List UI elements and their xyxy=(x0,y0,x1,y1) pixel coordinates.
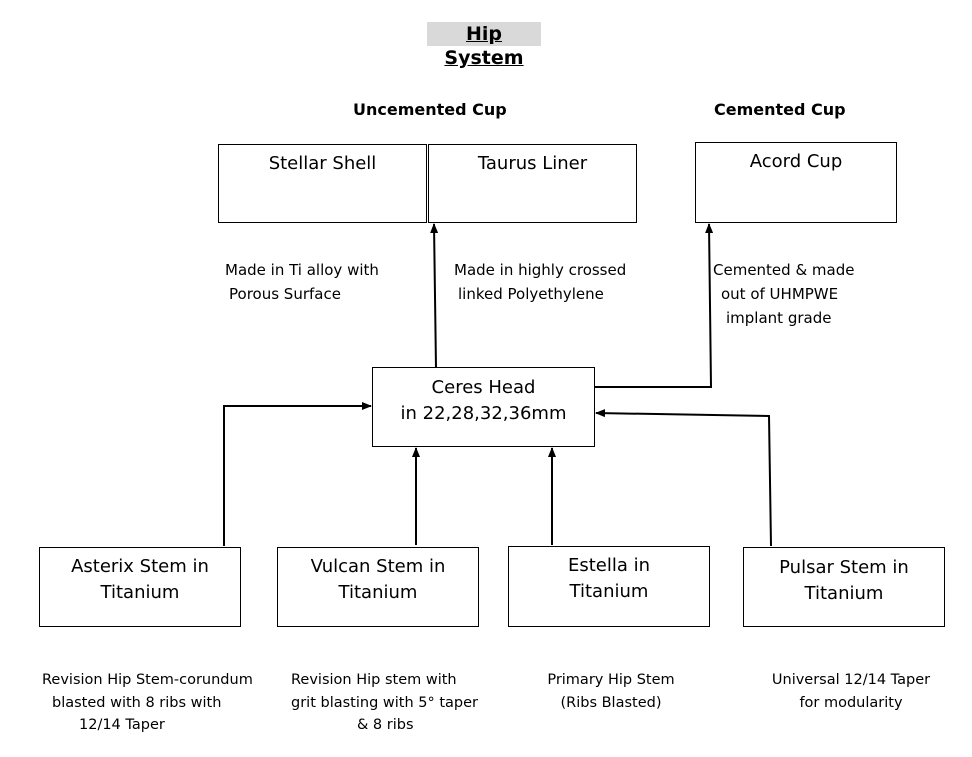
pulsar-stem-note: Universal 12/14 Taper for modularity xyxy=(767,669,935,714)
taurus-liner-label: Taurus Liner xyxy=(477,153,588,174)
estella-stem-box: Estella in Titanium xyxy=(508,546,710,627)
stellar-shell-label: Stellar Shell xyxy=(268,153,377,174)
note-line: Cemented & made xyxy=(713,261,855,279)
note-line: Porous Surface xyxy=(229,285,341,303)
pulsar-stem-material: Titanium xyxy=(804,583,884,604)
vulcan-stem-note: Revision Hip stem with grit blasting wit… xyxy=(291,669,478,737)
estella-stem-label: Estella in xyxy=(567,555,651,576)
note-line: Made in Ti alloy with xyxy=(225,261,379,279)
vulcan-stem-material: Titanium xyxy=(338,582,418,603)
taurus-liner-note: Made in highly crossed linked Polyethyle… xyxy=(454,258,626,306)
asterix-stem-label: Asterix Stem in xyxy=(71,556,209,577)
estella-stem-material: Titanium xyxy=(569,581,649,602)
ceres-head-sizes: in 22,28,32,36mm xyxy=(400,403,567,424)
note-line: Primary Hip Stem xyxy=(547,672,675,688)
note-line: for modularity xyxy=(799,694,903,711)
acord-cup-box: Acord Cup xyxy=(695,142,897,223)
cemented-cup-heading: Cemented Cup xyxy=(714,100,846,119)
ceres-head-label: Ceres Head xyxy=(431,377,536,398)
diagram-title: Hip System xyxy=(427,22,541,69)
acord-cup-label: Acord Cup xyxy=(749,151,843,172)
note-line: grit blasting with 5° taper xyxy=(291,694,478,711)
arrow-asterix-to-head xyxy=(223,402,372,546)
pulsar-stem-box: Pulsar Stem in Titanium xyxy=(743,547,945,627)
note-line: Revision Hip stem with xyxy=(291,672,457,688)
note-line: implant grade xyxy=(726,309,832,327)
note-line: blasted with 8 ribs with xyxy=(52,694,222,711)
vulcan-stem-label: Vulcan Stem in xyxy=(310,556,446,577)
note-line: Made in highly crossed xyxy=(454,261,627,279)
note-line: linked Polyethylene xyxy=(458,285,604,303)
asterix-stem-note: Revision Hip Stem-corundum blasted with … xyxy=(42,669,253,737)
note-line: Revision Hip Stem-corundum xyxy=(42,672,253,688)
stellar-shell-note: Made in Ti alloy with Porous Surface xyxy=(225,258,379,306)
estella-stem-note: Primary Hip Stem (Ribs Blasted) xyxy=(546,669,676,714)
note-line: Universal 12/14 Taper xyxy=(771,672,931,688)
pulsar-stem-label: Pulsar Stem in xyxy=(779,557,909,578)
note-line: (Ribs Blasted) xyxy=(560,694,662,711)
acord-cup-note: Cemented & made out of UHMPWE implant gr… xyxy=(713,258,854,330)
note-line: & 8 ribs xyxy=(357,717,414,733)
uncemented-cup-heading: Uncemented Cup xyxy=(353,100,507,119)
asterix-stem-box: Asterix Stem in Titanium xyxy=(39,547,241,627)
stellar-shell-box: Stellar Shell xyxy=(218,144,427,223)
ceres-head-box: Ceres Head in 22,28,32,36mm xyxy=(372,367,595,447)
taurus-liner-box: Taurus Liner xyxy=(428,144,637,223)
asterix-stem-material: Titanium xyxy=(100,582,180,603)
note-line: out of UHMPWE xyxy=(721,285,839,303)
note-line: 12/14 Taper xyxy=(79,717,165,733)
vulcan-stem-box: Vulcan Stem in Titanium xyxy=(277,547,479,627)
arrow-pulsar-to-head xyxy=(595,409,772,547)
arrow-head-to-taurus-liner xyxy=(430,223,439,369)
